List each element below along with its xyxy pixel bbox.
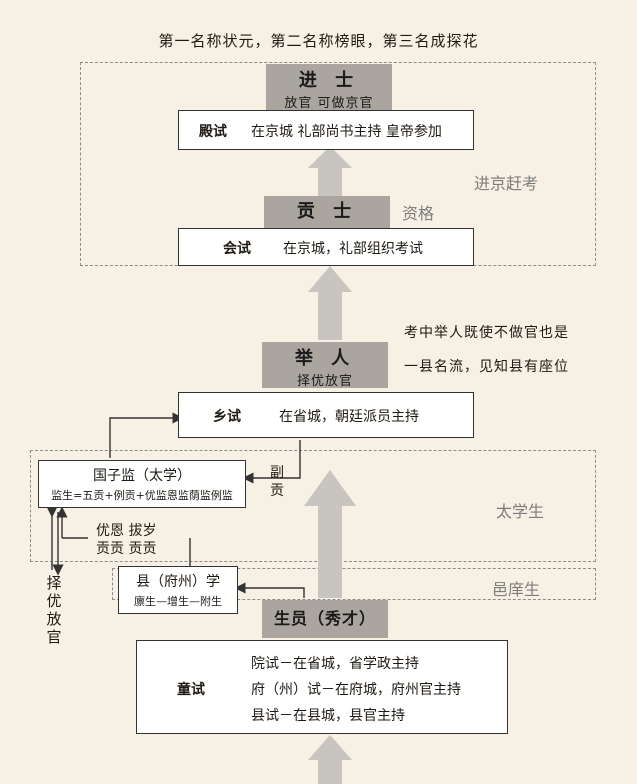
- exam-huishi-desc: 在京城，礼部组织考试: [283, 241, 423, 257]
- zeyou-char-1: 择: [46, 574, 62, 592]
- exam-tongshi-line-3: 县试－在县城，县官主持: [251, 708, 405, 724]
- guozijian-to-xiangshi-line: [109, 412, 184, 458]
- exam-tongshi: 童试 院试－在省城，省学政主持 府（州）试－在府城，府州官主持 县试－在县城，县…: [136, 640, 508, 734]
- xianxue-sub: 廪生—增生—附生: [134, 595, 222, 608]
- rank-jinshi-title: 进 士: [298, 70, 360, 91]
- exam-tongshi-name: 童试: [177, 682, 205, 698]
- yixiang-zone: [112, 568, 596, 600]
- up-arrow-icon: [308, 146, 352, 196]
- up-arrow-icon: [308, 735, 352, 784]
- exam-xiangshi-name: 乡试: [213, 409, 241, 425]
- rank-jinshi: 进 士 放官 可做京官: [266, 64, 392, 111]
- fugong-label-2: 贡: [270, 483, 284, 499]
- zeyou-char-2: 优: [46, 592, 62, 610]
- exam-huishi: 会试 在京城，礼部组织考试: [178, 228, 474, 266]
- rank-gongshi: 贡 士: [264, 196, 390, 228]
- xianxue-box: 县（府州）学 廪生—增生—附生: [118, 566, 238, 614]
- exam-dianshi-desc: 在京城 礼部尚书主持 皇帝参加: [251, 124, 442, 140]
- rank-juren-sub: 择优放官: [296, 374, 353, 389]
- zeyou-char-4: 官: [46, 628, 62, 646]
- guozijian-sub: 监生=五贡+例贡+优监恩监荫监例监: [51, 489, 233, 502]
- exam-huishi-name: 会试: [223, 241, 251, 257]
- top-note: 第一名称状元，第二名称榜眼，第三名成探花: [158, 32, 479, 50]
- up-arrow-icon: [304, 470, 356, 598]
- juren-note-line-1: 考中举人既使不做官也是: [404, 325, 569, 341]
- zeyou-char-3: 放: [46, 610, 62, 628]
- guozijian-title: 国子监（太学）: [93, 468, 191, 484]
- exam-xiangshi: 乡试 在省城，朝廷派员主持: [178, 392, 474, 438]
- rank-shengyuan: 生员（秀才）: [262, 600, 388, 638]
- shengyuan-to-xianxue-line: [234, 582, 305, 598]
- fugong-line: [242, 440, 301, 484]
- exam-tongshi-line-2: 府（州）试－在府城，府州官主持: [251, 682, 461, 698]
- capital-zone-label: 进京赶考: [474, 174, 539, 193]
- rank-shengyuan-title: 生员（秀才）: [273, 609, 376, 628]
- up-arrow-icon: [308, 266, 352, 340]
- exam-dianshi: 殿试 在京城 礼部尚书主持 皇帝参加: [178, 110, 474, 150]
- zeyou-vertical: 择 优 放 官: [44, 574, 64, 646]
- guozijian-box: 国子监（太学） 监生=五贡+例贡+优监恩监荫监例监: [38, 460, 246, 508]
- xianxue-title: 县（府州）学: [136, 574, 220, 590]
- juren-note-line-2: 一县名流，见知县有座位: [404, 359, 569, 375]
- rank-gongshi-title: 贡 士: [296, 201, 358, 222]
- gongshi-side-label: 资格: [402, 204, 435, 223]
- fugong-label-1: 副: [270, 465, 284, 481]
- yixiang-zone-label: 邑庠生: [492, 580, 541, 599]
- gong-types-line-2: 贡贡 贡贡: [96, 541, 157, 557]
- taixue-zone: [30, 450, 596, 562]
- exam-dianshi-name: 殿试: [199, 124, 227, 140]
- rank-juren: 举 人 择优放官: [262, 342, 388, 389]
- rank-jinshi-sub: 放官 可做京官: [284, 96, 374, 111]
- gong-types-line-1: 优恩 拔岁: [96, 523, 157, 539]
- taixue-zone-label: 太学生: [496, 502, 545, 521]
- exam-xiangshi-desc: 在省城，朝廷派员主持: [279, 409, 419, 425]
- exam-tongshi-line-1: 院试－在省城，省学政主持: [251, 656, 419, 672]
- rank-juren-title: 举 人: [294, 348, 356, 369]
